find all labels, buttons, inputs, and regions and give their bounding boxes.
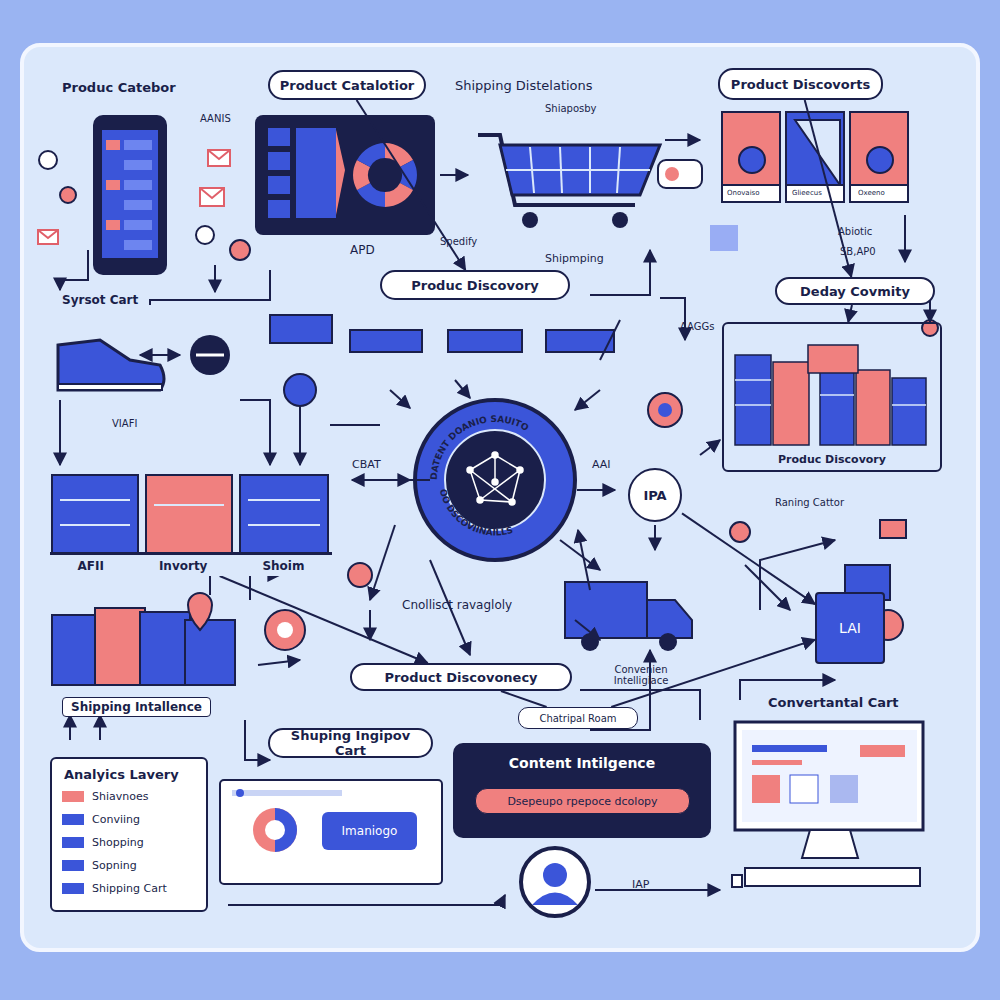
text-label: AAGGs (680, 321, 715, 332)
circle-text: OO DSCOVIINAILLS (438, 488, 514, 538)
text-label: Oxeeno (858, 189, 885, 197)
legend-text: Shiavnoes (92, 790, 148, 803)
text-label: Shipmping (545, 252, 604, 265)
legend-row: Sopning (62, 859, 137, 872)
process-circle: IPA (628, 468, 682, 522)
node-text: Product Catalotior (276, 78, 419, 93)
process-pill: Product Catalotior (268, 70, 426, 100)
process-pill: Produc Discovory (380, 270, 570, 300)
text-label: Convenien Intelligiace (586, 664, 696, 686)
legend-text: Conviing (92, 813, 140, 826)
node-text: Analyics Lavery (60, 767, 183, 782)
image-box: Imaniogo (322, 812, 417, 850)
text-label: AAI (592, 458, 611, 471)
legend-swatch (62, 791, 84, 802)
process-pill: Deday Covmity (775, 277, 935, 305)
content-box: Content IntilgenceDsepeupo rpepoce dcolo… (453, 743, 711, 838)
node-text: Product Discovorts (727, 77, 874, 92)
node-text: AFII (73, 559, 107, 573)
node-text: Content Intilgence (505, 755, 659, 771)
folder-box: LAI (815, 592, 885, 664)
circle-text: DATENT DOANIO SAUITO (429, 414, 531, 480)
node-text: Invorty (155, 559, 212, 573)
text-label: AANIS (200, 113, 231, 124)
text-label: Produc Catebor (62, 80, 176, 95)
legend-swatch (62, 814, 84, 825)
text-label: Shipping Distelations (455, 78, 593, 93)
text-label: APD (350, 243, 375, 257)
text-label: IAP (632, 878, 649, 891)
circle-text: OO DSCOVIINAILLS (438, 488, 514, 538)
text-label: Spedify (440, 236, 477, 247)
node-text: Product Discovonecy (380, 670, 541, 685)
node-text: Shuping Ingipov Cart (270, 728, 431, 758)
node-text: Dsepeupo rpepoce dcolopy (503, 795, 661, 808)
text-label: Convertantal Cart (768, 695, 899, 710)
process-pill: Product Discovorts (718, 68, 883, 100)
legend-row: Conviing (62, 813, 140, 826)
text-label: VIAFI (112, 418, 137, 429)
label-band: AFII Invorty Shoim (50, 552, 332, 576)
node-text: Produc Discovory (407, 278, 543, 293)
node-text: Chatripal Roam (535, 713, 620, 724)
node-text: Shoim (258, 559, 308, 573)
legend-text: Sopning (92, 859, 137, 872)
connector-arrow (682, 513, 815, 604)
connector-arrow (220, 576, 428, 663)
inner-pill: Dsepeupo rpepoce dcolopy (475, 788, 690, 814)
node-text: Deday Covmity (796, 284, 914, 299)
connector-arrow (501, 691, 547, 707)
node-text: LAI (835, 620, 865, 636)
legend-row: Shiavnoes (62, 790, 148, 803)
text-label: Glieecus (792, 189, 822, 197)
process-pill: Product Discovonecy (350, 663, 572, 691)
connector-arrow (848, 305, 852, 322)
node-text: Produc Discovory (774, 453, 890, 466)
text-label: Raning Cattor (775, 497, 844, 508)
process-pill: Chatripal Roam (518, 707, 638, 729)
process-pill: Shuping Ingipov Cart (268, 728, 433, 758)
text-label: Syrsot Cart (62, 293, 138, 307)
legend-swatch (62, 860, 84, 871)
legend-row: Shopping (62, 836, 144, 849)
node-text: IPA (639, 488, 670, 503)
chart-box: Produc Discovory (722, 322, 942, 472)
legend-row: Shipping Cart (62, 882, 167, 895)
legend-swatch (62, 837, 84, 848)
text-label: Shipping Intallence (62, 697, 211, 717)
text-label: Onovaiso (727, 189, 760, 197)
text-label: CBAT (352, 458, 381, 471)
node-text: Imaniogo (338, 824, 402, 838)
legend-text: Shopping (92, 836, 144, 849)
legend-swatch (62, 883, 84, 894)
text-label: Abiotic (838, 226, 872, 237)
circle-text: DATENT DOANIO SAUITO (429, 414, 531, 480)
text-label: Cnollisct ravagloly (402, 598, 512, 612)
text-label: Shiaposby (545, 103, 597, 114)
legend-text: Shipping Cart (92, 882, 167, 895)
text-label: SB,AP0 (840, 246, 876, 257)
